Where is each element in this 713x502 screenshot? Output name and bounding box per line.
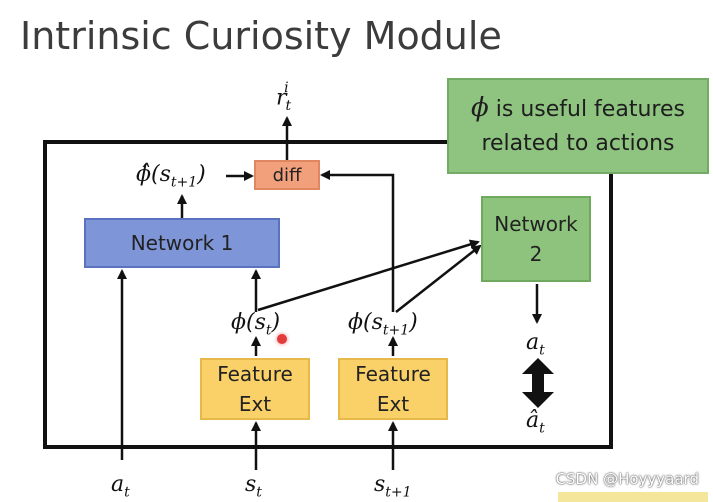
feature-ext-2-line1: Feature: [355, 362, 431, 386]
arrow-phist1-to-diff: [320, 170, 395, 312]
phi-st-label: ϕ(st): [231, 310, 281, 339]
feature-ext-2-line2: Ext: [376, 392, 410, 416]
arrow-phist1-to-network2: [395, 244, 482, 313]
laser-pointer-dot: [277, 334, 287, 344]
module-frame: [43, 140, 613, 449]
reward-label: rti: [276, 80, 292, 114]
st-input-label: st: [245, 472, 262, 501]
network-1-label: Network 1: [130, 231, 234, 255]
double-arrow-icon: [522, 358, 554, 408]
feature-ext-box-1: Feature Ext: [200, 358, 310, 420]
note-callout: ϕ is useful features related to actions: [447, 78, 709, 174]
note-line-1-text: is useful features: [488, 97, 685, 122]
feature-ext-box-2: Feature Ext: [338, 358, 448, 420]
phi-st1-label: ϕ(st+1): [348, 310, 418, 339]
at-input-label: at: [111, 472, 130, 501]
feature-ext-1-line1: Feature: [217, 362, 293, 386]
diff-label: diff: [272, 164, 302, 186]
note-line-1: ϕ is useful features: [471, 91, 685, 127]
st1-input-label: st+1: [374, 472, 412, 501]
ahat-label: ât: [526, 408, 545, 437]
network-1-box: Network 1: [84, 218, 280, 268]
note-line-2: related to actions: [481, 131, 675, 156]
watermark: CSDN @Hoyyyaard: [555, 470, 699, 488]
at-output-label: at: [526, 330, 545, 359]
diff-box: diff: [254, 160, 320, 190]
phi-hat-next-label: ϕ̂(st+1): [136, 162, 206, 191]
slide-title: Intrinsic Curiosity Module: [20, 14, 502, 58]
network-2-label-line2: 2: [529, 242, 543, 266]
feature-ext-1-line2: Ext: [238, 392, 272, 416]
network-2-label-line1: Network: [494, 212, 578, 236]
network-2-box: Network 2: [481, 196, 591, 282]
arrow-phist-to-network2: [257, 239, 480, 312]
phi-symbol: ϕ: [471, 93, 489, 123]
bottom-strip: [558, 492, 708, 502]
